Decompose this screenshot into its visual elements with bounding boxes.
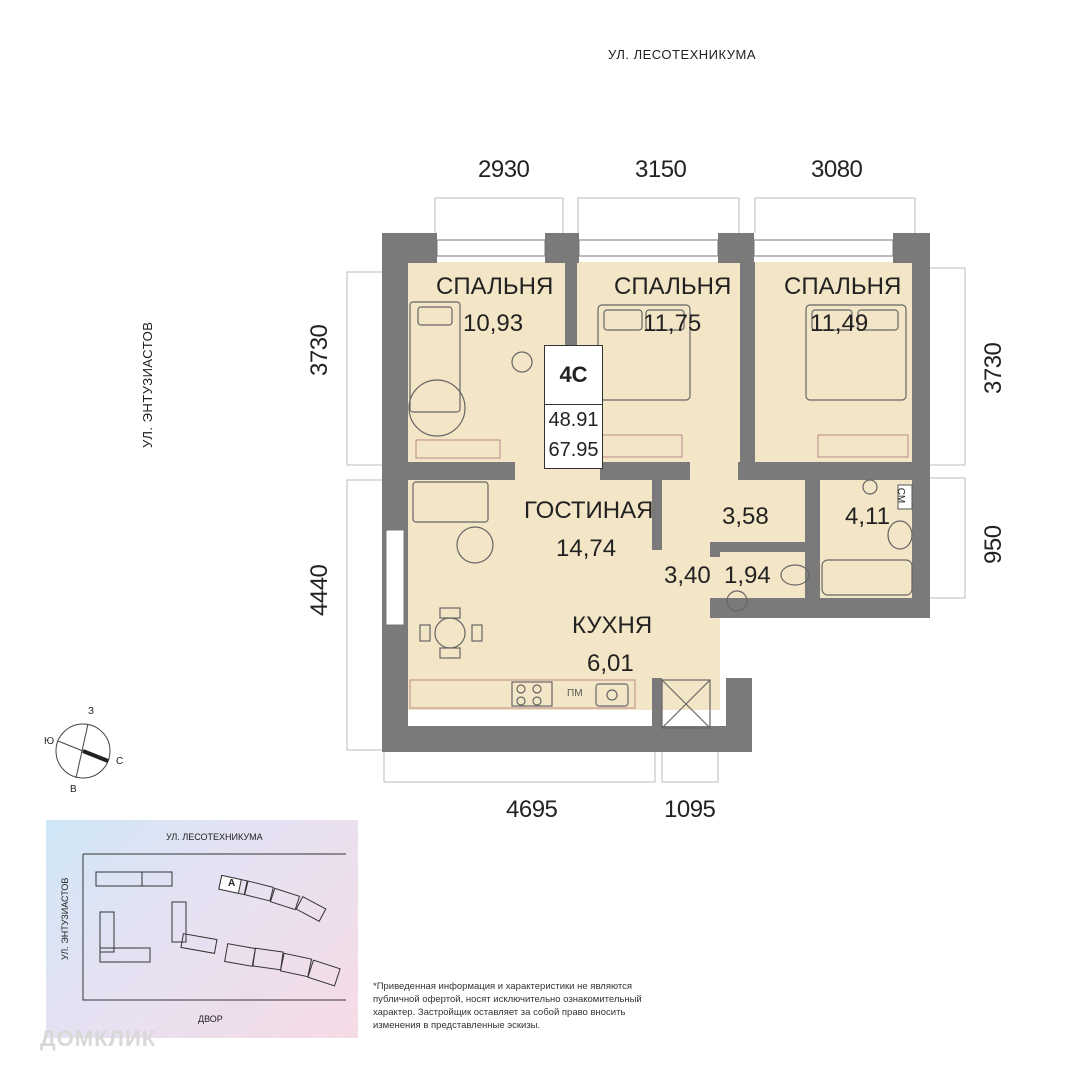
site-minimap: УЛ. ЛЕСОТЕХНИКУМА УЛ. ЭНТУЗИАСТОВ ДВОР А	[46, 820, 358, 1038]
walls	[382, 233, 930, 752]
dim-bottom-1: 4695	[506, 796, 558, 823]
total-area-value: 67.95	[548, 439, 599, 461]
corridor-area: 3,40	[664, 562, 711, 589]
bedroom1-name: СПАЛЬНЯ	[436, 273, 554, 300]
minimap-buildings	[82, 853, 346, 1001]
dim-top-1: 2930	[478, 156, 530, 183]
minimap-section-label: А	[228, 878, 236, 889]
windows	[385, 239, 894, 626]
kitchen-area: 6,01	[587, 650, 634, 677]
bedroom3-area: 11,49	[810, 310, 869, 337]
dim-top-2: 3150	[635, 156, 687, 183]
furniture	[408, 301, 913, 729]
dimension-lines	[346, 197, 966, 783]
living-name: ГОСТИНАЯ	[524, 497, 654, 524]
radiators	[409, 434, 909, 709]
floor	[405, 262, 915, 710]
apartment-badge: 4С 48.91 67.95	[544, 345, 603, 469]
dishwasher-label: ПМ	[567, 688, 583, 699]
watermark: ДОМКЛИК	[40, 1026, 157, 1051]
bath-area: 4,11	[845, 503, 890, 530]
bedroom2-area: 11,75	[643, 310, 702, 337]
washer-label: СМ	[895, 487, 907, 504]
minimap-yard: ДВОР	[198, 1014, 223, 1024]
wc-area: 1,94	[724, 562, 771, 589]
bedroom2-name: СПАЛЬНЯ	[614, 273, 732, 300]
apartment-code: 4С	[545, 346, 602, 405]
compass-north: С	[116, 756, 124, 767]
compass-east: В	[70, 784, 77, 795]
compass-icon	[55, 723, 111, 779]
bedroom3-name: СПАЛЬНЯ	[784, 273, 902, 300]
hall-area: 3,58	[722, 503, 769, 530]
living-area: 14,74	[556, 535, 617, 562]
dim-bottom-2: 1095	[664, 796, 716, 823]
washer-box	[897, 484, 913, 510]
bedroom1-area: 10,93	[463, 310, 524, 337]
street-top-label: УЛ. ЛЕСОТЕХНИКУМА	[608, 47, 756, 62]
living-area-value: 48.91	[548, 409, 599, 431]
disclaimer-text: *Приведенная информация и характеристики…	[373, 981, 642, 1031]
compass-south: Ю	[44, 736, 55, 747]
compass-west: З	[88, 706, 95, 717]
minimap-street-top: УЛ. ЛЕСОТЕХНИКУМА	[166, 832, 263, 842]
kitchen-name: КУХНЯ	[572, 612, 653, 639]
dim-top-3: 3080	[811, 156, 863, 183]
